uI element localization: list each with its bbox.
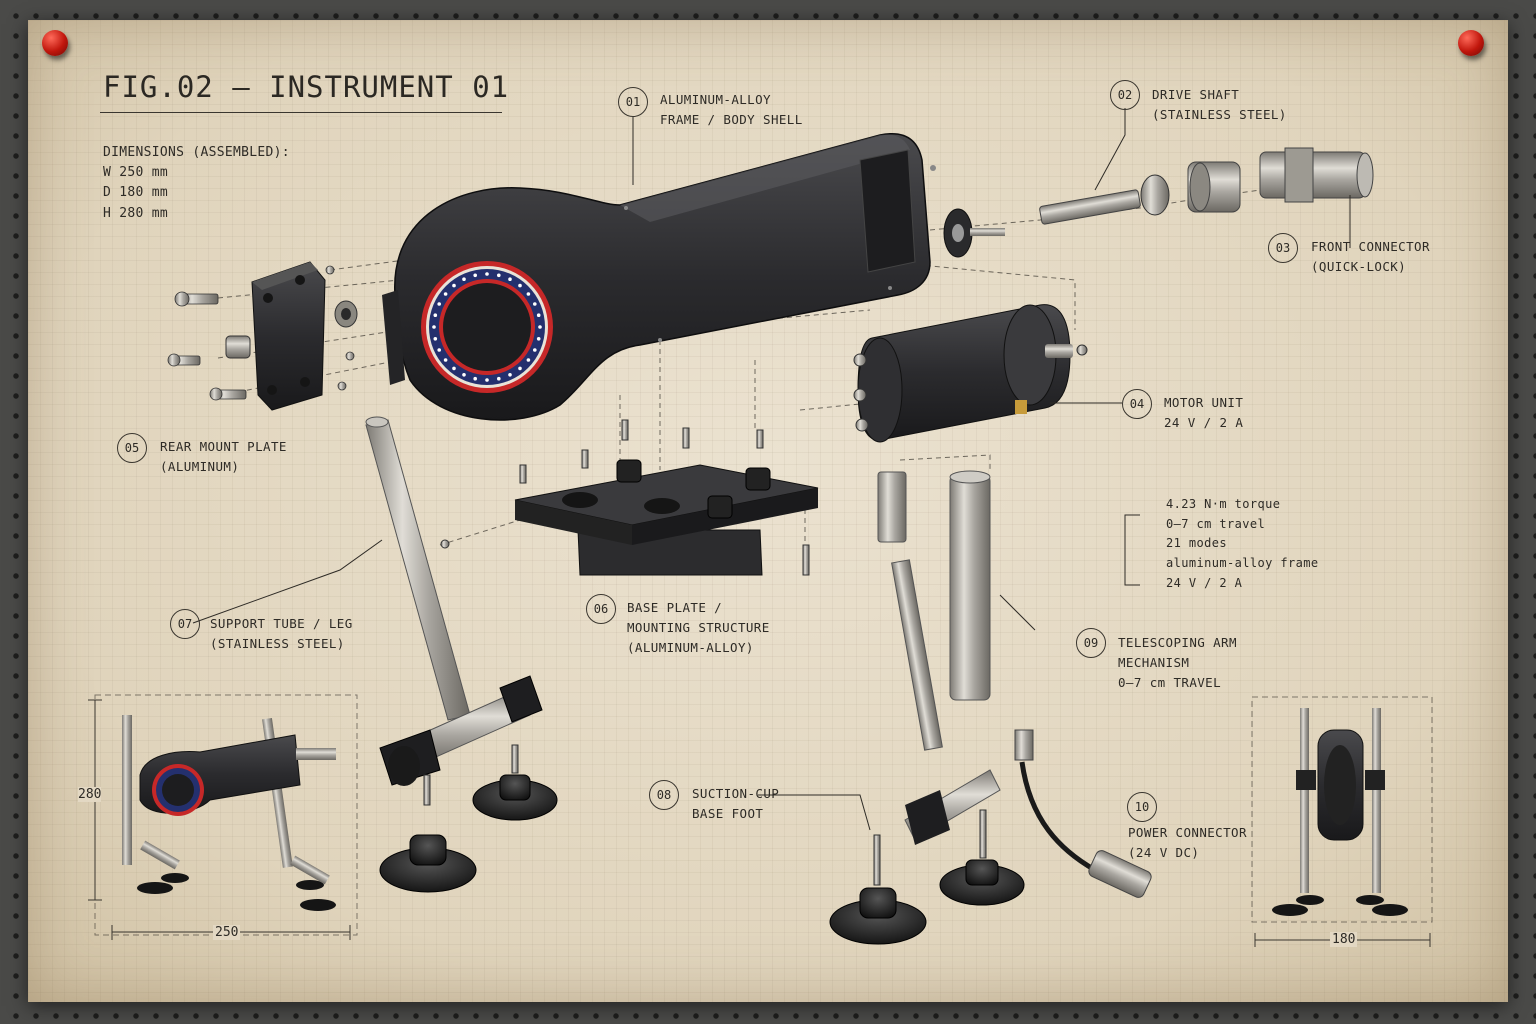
part-08-label-line1: SUCTION-CUP [692,786,780,801]
part-03-label-line1: FRONT CONNECTOR [1311,239,1430,254]
ring-star-icon [508,373,512,377]
part-07-badge: 07 [170,609,200,639]
part-01-badge: 01 [618,87,648,117]
rear-mount-plate-part [167,261,358,411]
part-05-label-line2: (ALUMINUM) [160,459,240,474]
part-09-label-line1: TELESCOPING ARM [1118,635,1237,650]
push-pin-right-icon [1458,30,1484,56]
part-01-label-line2: FRAME / BODY SHELL [660,112,803,127]
ring-star-icon [485,272,489,276]
part-01-label-line1: ALUMINUM-ALLOY [660,92,771,107]
side-view-width-label: 250 [213,925,241,940]
ring-star-icon [497,376,501,381]
part-05-label-line1: REAR MOUNT PLATE [160,439,287,454]
part-03-label-line2: (QUICK-LOCK) [1311,259,1407,274]
ring-star-icon [485,378,489,382]
part-09-label-line2: MECHANISM [1118,655,1190,670]
dimension-depth: D 180 mm [103,185,169,200]
part-10-label-line2: (24 V DC) [1128,845,1200,860]
ring-star-icon [473,273,478,278]
part-06-label-line1: BASE PLATE / [627,600,723,615]
motor-unit-part [853,304,1088,443]
ring-star-icon [538,325,542,329]
ring-star-icon [443,358,448,362]
assembled-front-view-drawing [1272,708,1408,916]
ring-star-icon [518,366,522,371]
ring-star-icon [536,313,541,318]
part-07-label-line2: (STAINLESS STEEL) [210,636,345,651]
dimensions-heading: DIMENSIONS (ASSEMBLED): [103,145,290,160]
part-07-label-line1: SUPPORT TUBE / LEG [210,616,353,631]
spec-travel: 0–7 cm travel [1166,517,1266,531]
ring-star-icon [526,292,531,296]
part-02-label-line2: (STAINLESS STEEL) [1152,107,1287,122]
part-03-badge: 03 [1268,233,1298,263]
title-underline [100,112,502,113]
part-08-label-line2: BASE FOOT [692,806,764,821]
ring-star-icon [497,273,501,278]
spec-torque: 4.23 N·m torque [1166,497,1281,511]
part-06-label-line3: (ALUMINUM-ALLOY) [627,640,754,655]
base-plate-part [440,419,819,576]
part-06-label-line2: MOUNTING STRUCTURE [627,620,770,635]
body-shell-part [382,133,936,421]
figure-title: FIG.02 — INSTRUMENT 01 [103,70,510,104]
push-pin-left-icon [42,30,68,56]
spec-frame: aluminum-alloy frame [1166,556,1319,570]
ring-star-icon [432,325,436,329]
front-view-width-label: 180 [1330,932,1358,947]
ring-star-icon [508,277,512,282]
ring-star-icon [452,366,456,371]
ring-star-icon [526,358,531,362]
part-02-badge: 02 [1110,80,1140,110]
support-tube-left-part [365,416,543,786]
part-09-badge: 09 [1076,628,1106,658]
part-10-label-line1: POWER CONNECTOR [1128,825,1247,840]
dimension-width: W 250 mm [103,165,169,180]
ring-star-icon [433,337,438,341]
part-10-badge: 10 [1127,792,1157,822]
ring-star-icon [452,283,456,288]
part-05-badge: 05 [117,433,147,463]
spec-power: 24 V / 2 A [1166,576,1243,590]
telescoping-arm-part [877,470,1152,898]
side-view-height-label: 280 [78,787,102,802]
leader-lines [192,108,1351,831]
part-06-badge: 06 [586,594,616,624]
ring-star-icon [533,302,537,306]
ring-star-icon [473,376,478,381]
ring-star-icon [533,348,537,352]
ring-star-icon [443,292,448,296]
ring-star-icon [462,373,466,377]
part-04-label-line1: MOTOR UNIT [1164,395,1244,410]
part-09-label-line3: 0–7 cm TRAVEL [1118,675,1222,690]
ring-star-icon [518,283,522,288]
front-connector-part [1259,147,1374,203]
part-08-badge: 08 [649,780,679,810]
part-02-label-line1: DRIVE SHAFT [1152,87,1240,102]
assembled-side-view-drawing [122,715,336,911]
dimension-height: H 280 mm [103,206,169,221]
ring-star-icon [536,337,541,341]
ring-star-icon [437,302,442,306]
part-04-badge: 04 [1122,389,1152,419]
spec-modes: 21 modes [1166,536,1227,550]
ring-star-icon [433,313,438,318]
suction-foot-parts [379,774,1025,945]
ring-star-icon [437,348,442,352]
drive-shaft-part [943,161,1241,258]
part-04-label-line2: 24 V / 2 A [1164,415,1244,430]
ring-star-icon [462,277,466,282]
